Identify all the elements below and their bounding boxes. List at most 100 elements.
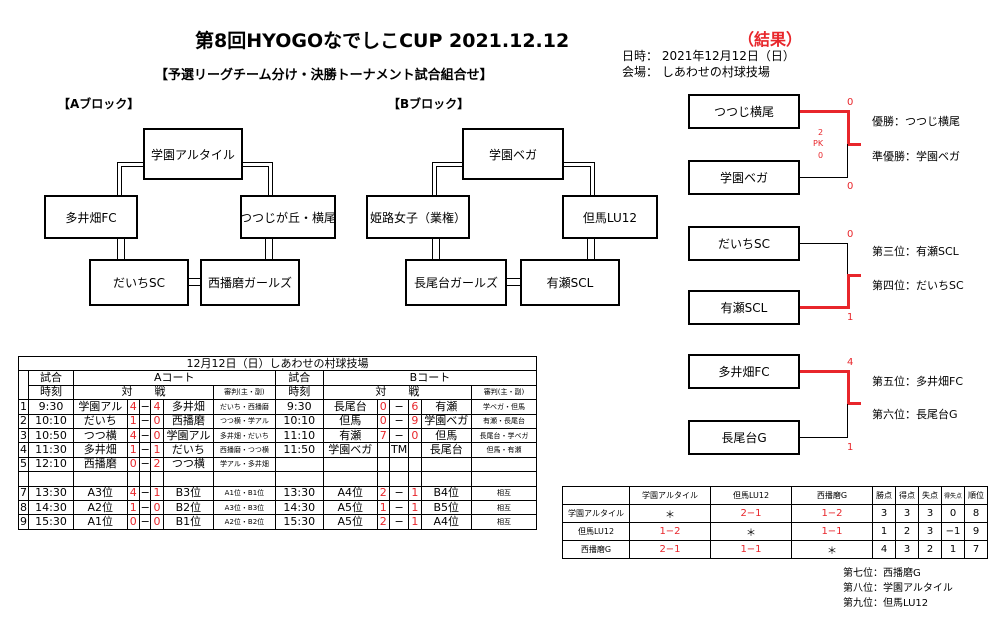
schedule-cell-b2: B4位 [420, 485, 472, 501]
schedule-cell-ta: 11:30 [28, 442, 74, 458]
winner-line [847, 402, 861, 405]
schedule-cell-br [470, 456, 538, 473]
schedule-banner: 12月12日（日）しあわせの村球技場 [18, 355, 537, 372]
connector [241, 166, 269, 200]
schedule-cell-bs1: 0 [376, 399, 390, 415]
schedule-cell-br [470, 471, 538, 487]
schedule-cell-br: 相互 [470, 485, 538, 501]
league-cell-gf: 3 [895, 504, 919, 523]
winner-line [847, 143, 861, 146]
league-cell-team: 西播磨G [562, 540, 630, 559]
result-label: （結果） [738, 30, 803, 49]
schedule-cell-a1: A1位 [72, 514, 128, 530]
league-header: 学園アルタイル [629, 486, 711, 505]
schedule-cell-a2: B1位 [162, 514, 215, 530]
league-cell-c1: 2−1 [629, 540, 711, 559]
team-box-a-right: つつじが丘・横尾 [240, 195, 336, 239]
schedule-cell-no: 2 [17, 413, 30, 429]
schedule-cell-a1: A3位 [72, 485, 128, 501]
block-a-label: 【Aブロック】 [58, 97, 140, 111]
schedule-cell-b1 [322, 471, 378, 487]
schedule-cell-as1: 1 [126, 442, 140, 458]
final-team2: 学園ベガ [688, 160, 800, 195]
schedule-cell-as2: 1 [150, 442, 164, 458]
schedule-cell-a1: A2位 [72, 499, 128, 516]
schedule-cell-no: 9 [17, 514, 30, 530]
date-line: 日時： 2021年12月12日（日） [622, 49, 795, 63]
team-box-a-top: 学園アルタイル [143, 128, 243, 180]
schedule-cell-b1: A5位 [322, 499, 378, 516]
connector [587, 236, 595, 261]
ninth-text: 第九位：但馬LU12 [843, 598, 929, 609]
schedule-cell-no: 4 [17, 442, 30, 458]
court-b-header: Bコート [322, 370, 538, 386]
third-team1: だいちSC [688, 226, 800, 261]
time-header: 試合 [28, 370, 74, 386]
schedule-cell-bs2: 6 [408, 399, 422, 415]
schedule-cell-as1: 4 [126, 485, 140, 501]
third-score1: 0 [847, 229, 854, 240]
schedule-cell-bs1: 0 [376, 413, 390, 429]
schedule-cell-ar: A2位・B2位 [213, 514, 276, 530]
final-team1: つつじ横尾 [688, 94, 800, 129]
schedule-cell-ta: 15:30 [28, 514, 74, 530]
connector [117, 162, 148, 200]
schedule-cell-as2 [150, 471, 164, 487]
eighth-text: 第八位：学園アルタイル [843, 583, 953, 594]
score-dash: − [138, 456, 152, 473]
schedule-cell-ta: 10:50 [28, 427, 74, 444]
league-corner [562, 486, 630, 505]
page-title: 第8回HYOGOなでしこCUP 2021.12.12 [195, 30, 570, 52]
score-dash: − [138, 427, 152, 444]
schedule-cell-a1: つつ横 [72, 427, 128, 444]
league-header: 失点 [918, 486, 942, 505]
schedule-cell-ar: だいち・西播磨 [213, 399, 276, 415]
schedule-cell-br: 相互 [470, 499, 538, 516]
schedule-cell-ta: 10:10 [28, 413, 74, 429]
fifth-score1: 4 [847, 357, 854, 368]
schedule-cell-ar: 多井畑・だいち [213, 427, 276, 444]
team-box-a-bottom-right: 西播磨ガールズ [200, 259, 300, 306]
schedule-cell-tb [274, 456, 324, 473]
schedule-cell-as2: 0 [150, 514, 164, 530]
pk1: 2 [818, 128, 824, 137]
schedule-cell-bs2: 9 [408, 413, 422, 429]
schedule-cell-a2: だいち [162, 442, 215, 458]
schedule-cell-br: 学ベガ・但馬 [470, 399, 538, 415]
team-box-b-bottom-left: 長尾台ガールズ [405, 259, 507, 306]
league-cell-rank: 9 [964, 522, 989, 541]
schedule-cell-b2: 学園ベガ [420, 413, 472, 429]
connector [241, 162, 273, 200]
third-text: 第三位：有瀬SCL [872, 245, 959, 258]
connector [563, 166, 591, 200]
score-dash: − [138, 413, 152, 429]
schedule-cell-a1: だいち [72, 413, 128, 429]
winner-line [800, 370, 850, 373]
score-dash: − [388, 499, 410, 516]
team-box-b-right: 但馬LU12 [562, 195, 658, 239]
pk-label: PK [813, 139, 824, 148]
page-subtitle: 【予選リーグチーム分け・決勝トーナメント試合組合せ】 [155, 68, 493, 83]
schedule-table: 12月12日（日）しあわせの村球技場 試合 Aコート 試合 Bコート 時刻 対 … [17, 355, 538, 530]
winner-line [800, 306, 850, 309]
schedule-cell-as2: 0 [150, 499, 164, 516]
schedule-cell-b1 [322, 456, 378, 473]
schedule-cell-b2: B5位 [420, 499, 472, 516]
winner-line [847, 274, 850, 309]
league-cell-pts: 4 [872, 540, 896, 559]
extra-ranks: 第七位：西播磨G 第八位：学園アルタイル 第九位：但馬LU12 [843, 566, 953, 611]
schedule-cell-ar [213, 471, 276, 487]
league-cell-pts: 3 [872, 504, 896, 523]
schedule-cell-br: 長尾台・学ベガ [470, 427, 538, 444]
seventh-text: 第七位：西播磨G [843, 568, 921, 579]
schedule-cell-bs2: 0 [408, 427, 422, 444]
schedule-cell-bs1 [376, 471, 390, 487]
schedule-cell-b1: A5位 [322, 514, 378, 530]
team-box-a-bottom-left: だいちSC [89, 259, 189, 306]
league-table: 学園アルタイル 但馬LU12 西播磨G 勝点 得点 失点 得失点 順位 学園アル… [562, 486, 989, 559]
league-cell-c1: 1−2 [629, 522, 711, 541]
